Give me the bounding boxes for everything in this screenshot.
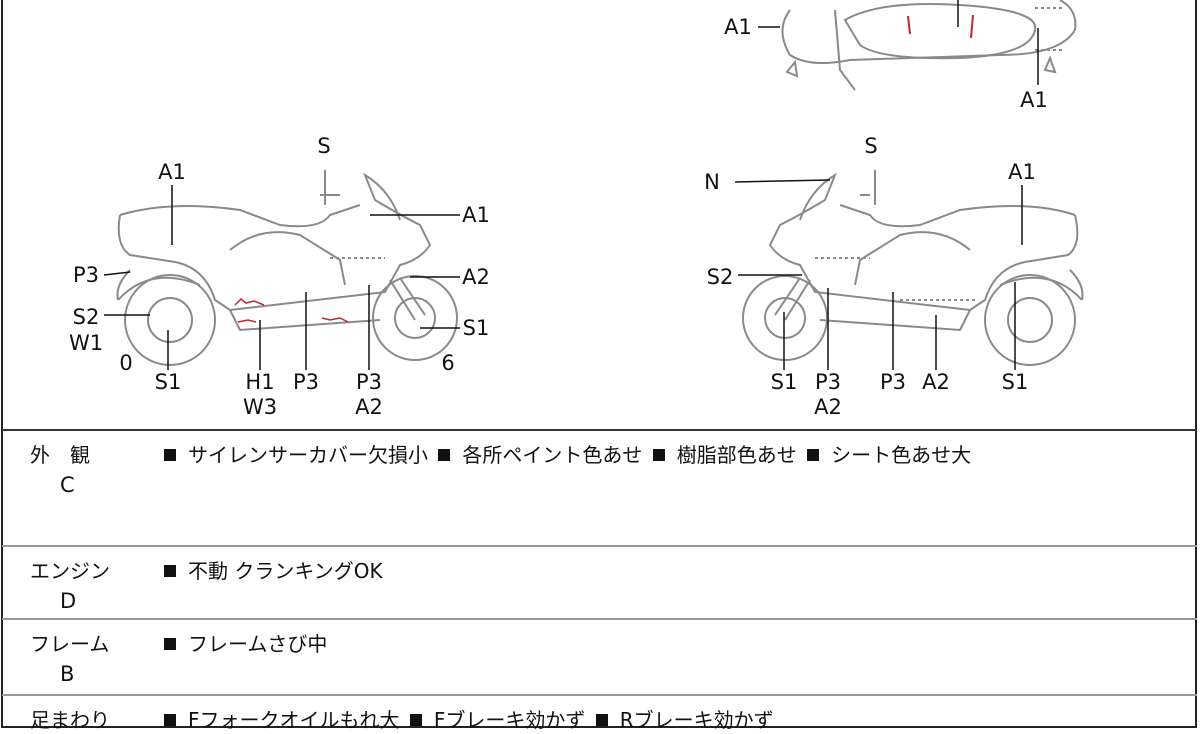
label-left: W3	[242, 395, 278, 419]
label-left: P3	[72, 263, 100, 287]
bullet-square-icon	[595, 714, 608, 726]
label-left: P3	[292, 370, 320, 394]
label-left: A2	[462, 265, 490, 289]
scooter-top-view	[781, 0, 1077, 91]
damage-diagram: A1 A1 A1 S A1 P3 A2 S2 W1 S1 0 S1 H1 W3 …	[68, 0, 1084, 419]
bullet-square-icon	[164, 714, 176, 726]
label-right: A2	[922, 370, 950, 394]
item: 各所ペイント色あせ	[462, 443, 643, 467]
item: シート色あせ大	[831, 443, 972, 467]
label-right: S2	[706, 265, 734, 289]
scooter-left-view	[116, 170, 458, 366]
label-left: S2	[72, 305, 100, 329]
bullet-square-icon	[438, 449, 451, 461]
row-grade: D	[60, 589, 77, 613]
label-left: 0	[119, 351, 133, 375]
row-items: 不動 クランキングOK	[160, 555, 383, 584]
label-right: S1	[770, 370, 798, 394]
bullet-square-icon	[164, 638, 176, 650]
item: フレームさび中	[188, 632, 328, 656]
label-left: S1	[154, 370, 182, 394]
row-items: フレームさび中	[160, 628, 327, 657]
row-items: Fフォークオイルもれ大 Fブレーキ効かず Rブレーキ効かず	[160, 704, 774, 733]
row-category: フレーム	[30, 632, 110, 656]
row-grade: B	[60, 662, 75, 686]
bullet-square-icon	[164, 449, 176, 461]
item: Fブレーキ効かず	[433, 708, 586, 732]
label-right: S	[864, 134, 878, 158]
row-exterior: 外 観 C サイレンサーカバー欠損小 各所ペイント色あせ 樹脂部色あせ シート色…	[2, 429, 1197, 546]
label-right: A2	[814, 395, 842, 419]
bullet-square-icon	[409, 714, 422, 726]
label-right: P3	[814, 370, 842, 394]
row-suspension: 足まわり Fフォークオイルもれ大 Fブレーキ効かず Rブレーキ効かず	[2, 694, 1197, 734]
label-left: A1	[158, 160, 186, 184]
item: Fフォークオイルもれ大	[188, 708, 400, 732]
damage-marks-top	[907, 14, 974, 39]
row-engine: エンジン D 不動 クランキングOK	[2, 545, 1197, 619]
scooter-outlines	[103, 0, 1084, 370]
item: Rブレーキ効かず	[619, 708, 774, 732]
bullet-square-icon	[164, 565, 176, 577]
leader-lines	[103, 0, 1039, 370]
label-left: P3	[355, 370, 383, 394]
row-frame: フレーム B フレームさび中	[2, 618, 1197, 695]
label-left: A1	[462, 203, 490, 227]
label-left: S1	[462, 316, 490, 340]
scooter-right-view	[742, 170, 1084, 366]
label-right: N	[704, 170, 720, 194]
label-right: P3	[879, 370, 907, 394]
label-left: S	[317, 134, 331, 158]
item: 樹脂部色あせ	[676, 443, 797, 467]
row-items: サイレンサーカバー欠損小 各所ペイント色あせ 樹脂部色あせ シート色あせ大	[160, 439, 971, 468]
label-top-a1-rear: A1	[1020, 88, 1048, 112]
row-category: 足まわり	[30, 708, 110, 732]
bullet-square-icon	[807, 449, 820, 461]
item: 不動 クランキングOK	[188, 559, 383, 583]
label-right: A1	[1008, 160, 1036, 184]
item: サイレンサーカバー欠損小	[188, 443, 428, 467]
label-top-a1-front: A1	[724, 15, 752, 39]
label-right: S1	[1001, 370, 1029, 394]
damage-marks-left	[234, 297, 349, 323]
bullet-square-icon	[652, 449, 665, 461]
label-left: H1	[245, 370, 275, 394]
label-left: W1	[68, 331, 104, 355]
label-left: 6	[441, 351, 455, 375]
row-grade: C	[60, 473, 75, 497]
row-category: 外 観	[30, 443, 90, 467]
row-category: エンジン	[30, 559, 110, 583]
label-left: A2	[355, 395, 383, 419]
